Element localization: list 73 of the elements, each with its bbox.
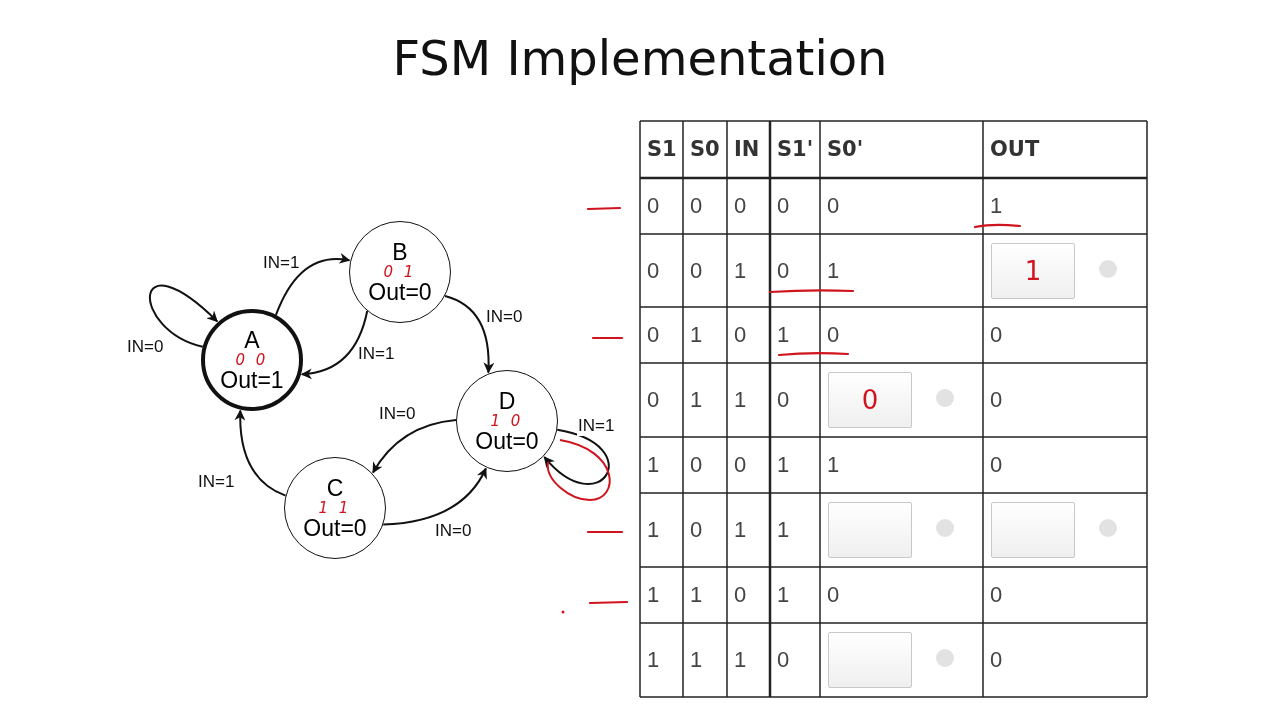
table-cell: 1 xyxy=(827,259,840,282)
table-cell: 0 xyxy=(690,195,703,217)
column-header: S0 xyxy=(690,138,720,160)
column-header: S1 xyxy=(647,138,677,160)
state-code: 1 0 xyxy=(490,413,524,429)
table-cell: 0 xyxy=(990,584,1003,606)
table-cell: 0 xyxy=(647,195,660,217)
table-cell: 1 xyxy=(690,649,703,671)
state-name: A xyxy=(244,328,260,352)
table-cell: 1 xyxy=(734,649,747,671)
table-cell: 1 xyxy=(827,454,840,476)
state-code: 1 1 xyxy=(318,500,352,516)
table-cell: 0 xyxy=(777,259,790,282)
table-cell: 1 xyxy=(647,584,660,606)
state-name: C xyxy=(326,476,344,500)
state-name: B xyxy=(392,240,408,264)
column-header: IN xyxy=(734,138,760,160)
table-cell: 1 xyxy=(734,259,747,282)
table-cell: 0 xyxy=(990,389,1003,411)
table-cell: 1 xyxy=(990,195,1003,217)
output-label: Out=0 xyxy=(303,516,367,540)
state-code: 0 1 xyxy=(383,264,417,280)
table-cell: 0 xyxy=(734,584,747,606)
table-cell: 1 xyxy=(777,519,790,541)
transition-arrow xyxy=(444,294,495,374)
transition-arrow xyxy=(382,467,487,526)
transition-arrow xyxy=(300,310,369,379)
table-cell: 1 xyxy=(777,454,790,476)
state-code: 0 0 xyxy=(235,352,269,368)
table-cell: 1 xyxy=(647,454,660,476)
transition-arrow xyxy=(149,284,219,348)
table-cell: 0 xyxy=(827,584,840,606)
table-cell: 0 xyxy=(734,324,747,346)
table-cell: 1 xyxy=(647,649,660,671)
table-cell: 0 xyxy=(990,324,1003,346)
table-cell: 0 xyxy=(777,195,790,217)
column-header: S0' xyxy=(827,138,864,160)
table-cell: 1 xyxy=(734,389,747,411)
slide-title: FSM Implementation xyxy=(392,30,888,86)
output-label: Out=0 xyxy=(368,280,432,304)
table-cell: 0 xyxy=(647,324,660,346)
transition-arrow xyxy=(372,419,457,474)
table-cell: 0 xyxy=(734,454,747,476)
table-cell: 0 xyxy=(827,324,840,346)
table-cell: 0 xyxy=(777,389,790,411)
state-name: D xyxy=(498,389,516,413)
table-cell: 0 xyxy=(734,195,747,217)
output-label: Out=1 xyxy=(220,368,284,392)
column-header: S1' xyxy=(777,138,814,160)
table-cell: 0 xyxy=(690,454,703,476)
answer-box: 0 xyxy=(828,372,912,428)
table-cell: 1 xyxy=(690,389,703,411)
table-cell: 0 xyxy=(690,259,703,282)
edge-label: IN=1 xyxy=(577,417,616,436)
table-cell: 0 xyxy=(990,649,1003,671)
transition-arrow xyxy=(274,253,351,316)
answer-box: 1 xyxy=(991,242,1075,299)
column-header: OUT xyxy=(990,138,1040,160)
table-cell: 0 xyxy=(827,195,840,217)
table-cell: 1 xyxy=(690,324,703,346)
table-cell: 0 xyxy=(647,389,660,411)
output-label: Out=0 xyxy=(475,429,539,453)
table-cell: 0 xyxy=(647,259,660,282)
table-cell: 1 xyxy=(690,584,703,606)
table-cell: 1 xyxy=(734,519,747,541)
table-cell: 1 xyxy=(777,584,790,606)
transition-arrow xyxy=(543,428,610,485)
table-cell: 0 xyxy=(990,454,1003,476)
table-cell: 1 xyxy=(777,324,790,346)
table-cell: 0 xyxy=(777,649,790,671)
transition-arrow xyxy=(234,409,287,497)
table-cell: 1 xyxy=(647,519,660,541)
table-cell: 0 xyxy=(690,519,703,541)
